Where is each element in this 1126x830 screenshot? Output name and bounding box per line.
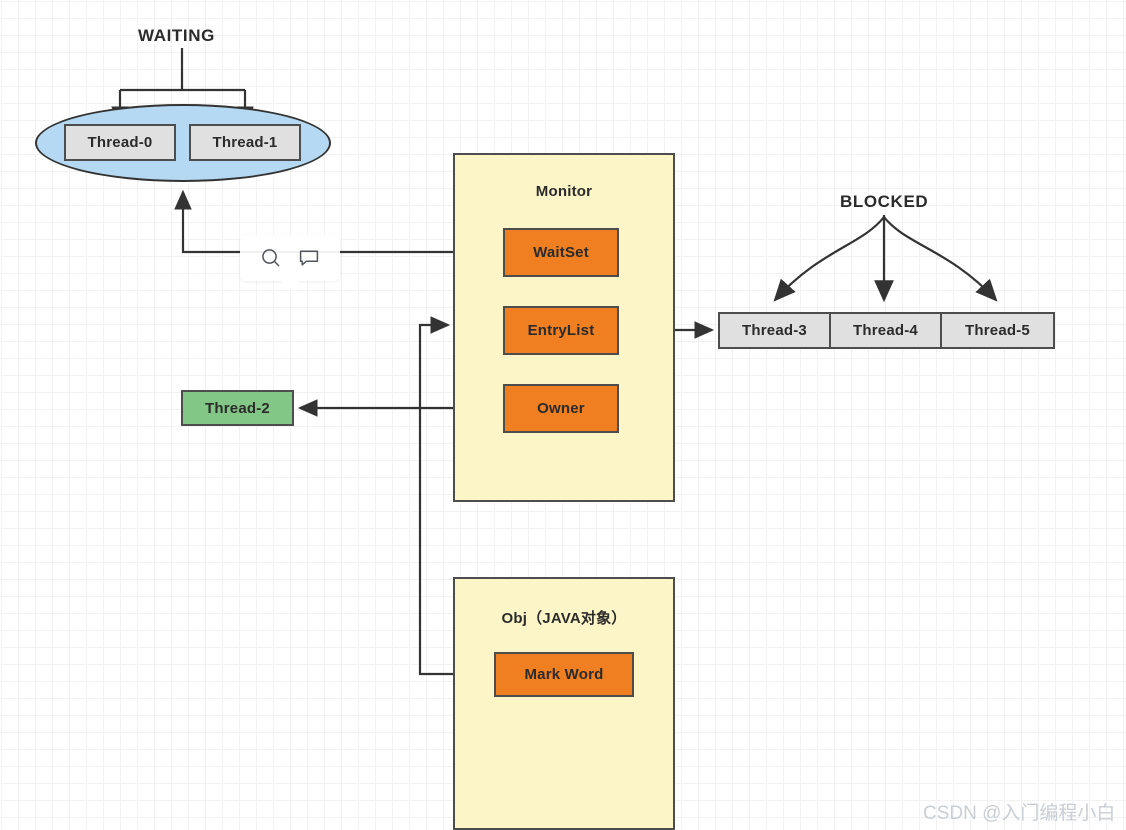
thread-label: Thread-0 bbox=[87, 134, 153, 151]
thread-box-thread-3[interactable]: Thread-3 bbox=[718, 312, 831, 349]
monitor-slot-entrylist[interactable]: EntryList bbox=[503, 306, 619, 355]
waiting-label: WAITING bbox=[138, 26, 215, 45]
thread-box-thread-5[interactable]: Thread-5 bbox=[940, 312, 1055, 349]
monitor-slot-waitset[interactable]: WaitSet bbox=[503, 228, 619, 277]
thread-box-thread-0[interactable]: Thread-0 bbox=[64, 124, 176, 161]
search-icon[interactable] bbox=[259, 246, 283, 270]
blocked-connector bbox=[773, 215, 998, 303]
object-slot-mark-word[interactable]: Mark Word bbox=[494, 652, 634, 697]
slot-label: Mark Word bbox=[524, 666, 604, 683]
thread-label: Thread-4 bbox=[853, 322, 918, 339]
thread-box-thread-1[interactable]: Thread-1 bbox=[189, 124, 301, 161]
thread-box-thread-4[interactable]: Thread-4 bbox=[829, 312, 942, 349]
comment-icon[interactable] bbox=[297, 246, 321, 270]
blocked-label: BLOCKED bbox=[840, 192, 929, 211]
thread-box-thread-2[interactable]: Thread-2 bbox=[181, 390, 294, 426]
thread-label: Thread-1 bbox=[212, 134, 278, 151]
object-title: Obj（JAVA对象） bbox=[501, 610, 627, 627]
thread-label: Thread-3 bbox=[742, 322, 807, 339]
java-object-container: Obj（JAVA对象） bbox=[453, 577, 675, 830]
slot-label: Owner bbox=[537, 400, 585, 417]
monitor-slot-owner[interactable]: Owner bbox=[503, 384, 619, 433]
hover-toolbar[interactable] bbox=[240, 235, 340, 290]
thread-label: Thread-5 bbox=[965, 322, 1030, 339]
slot-label: EntryList bbox=[527, 322, 595, 339]
slot-label: WaitSet bbox=[533, 244, 589, 261]
csdn-watermark: CSDN @入门编程小白 bbox=[923, 803, 1116, 824]
monitor-title: Monitor bbox=[535, 183, 593, 200]
thread-label: Thread-2 bbox=[205, 399, 270, 417]
